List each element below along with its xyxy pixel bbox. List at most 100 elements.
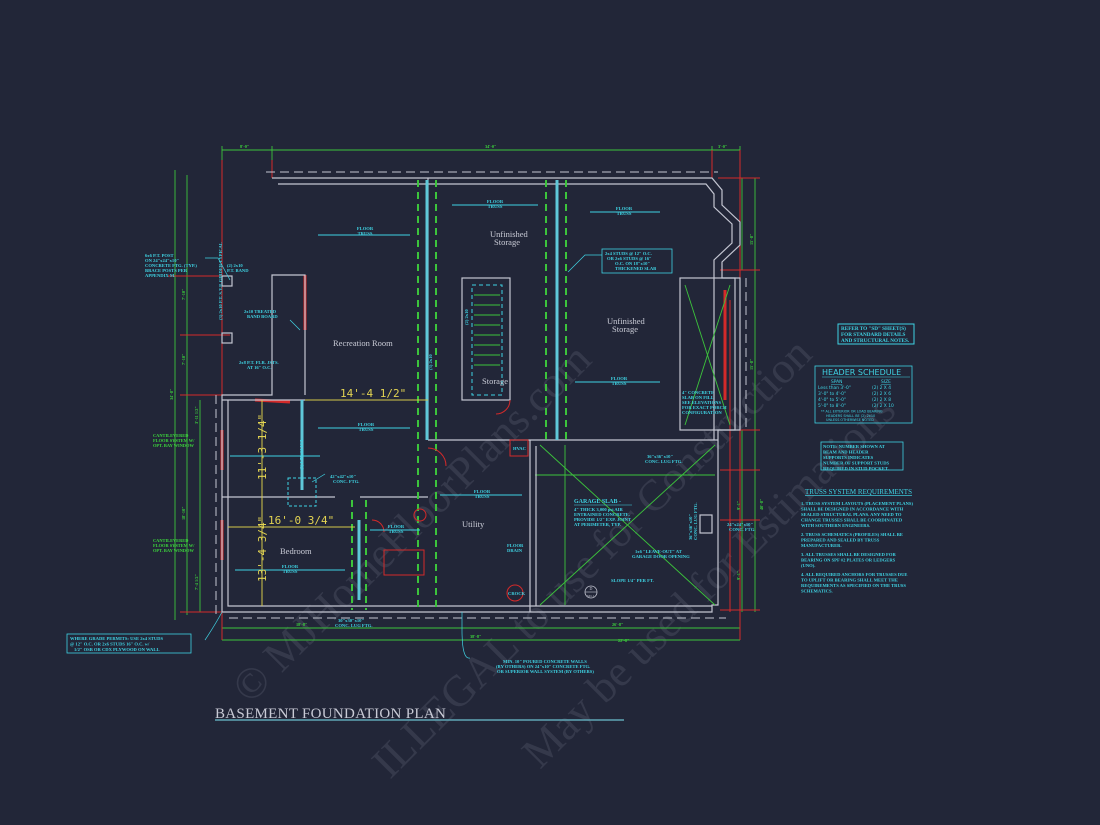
dim-right-c: 9'-1" [736,501,741,510]
note-text: SUPPORTS INDICATES [823,455,874,460]
note-text: PROVIDE 1/2" EXP. JOINT [574,517,631,522]
room-storage-small: Storage [482,376,508,386]
note-text: 4. ALL REQUIRED ANCHORS FOR TRUSSES DUE [801,572,908,577]
dim-left-e: 3'-11 1/2" [194,406,199,424]
note-text: 2x10 TREATED [244,309,277,314]
note-text: ON 24"x24"x10" [145,258,180,263]
room-storage-left-1: Unfinished [490,229,529,239]
note-text: 1x6 "LEAVE-OUT" AT [635,549,682,554]
note-hvac: HVAC [513,446,526,451]
note-text: @ 12" O.C. OR 2x6 STUDS 16" O.C. w/ [70,642,150,647]
header-schedule-title: HEADER SCHEDULE [822,368,901,377]
room-utility: Utility [462,519,485,529]
note-text: OR SUPERIOR WALL SYSTEM (BY OTHERS) [497,669,594,674]
note-text: 36"x36"x10" [647,454,673,459]
note-text: TRUSS [359,427,374,432]
dim-left-d: 7'-4 1/2" [194,574,199,590]
room-labels: Recreation Room Unfinished Storage Unfin… [256,229,646,582]
note-slope: SLOPE 1/4" PER FT. [611,578,654,583]
room-storage-left-2: Storage [494,237,520,247]
note-text: CONC. FTG. [729,527,755,532]
note-text: 4" CONCRETE [682,390,714,395]
dim-top-right: 3'-0" [718,144,727,149]
note-text: 24"x24"x10" [727,522,753,527]
note-text: BRACE POSTS PER [145,268,188,273]
note-text: (2) 2 X 6 [872,391,891,397]
note-text: 6x6 P.T. POST [145,253,174,258]
note-text: O.C. ON 18"x10" [615,261,650,266]
note-text: UNLESS OTHERWISE NOTED [826,418,874,422]
note-ftg-24: 24"x24"x10"CONC. FTG. [727,522,755,532]
note-text: ** ALL EXTERIOR OR LOAD BEARING [821,410,883,414]
note-text: BEARING ON SPF #2 PLATES OR LEDGERS [801,558,896,563]
room-storage-right-2: Storage [612,324,638,334]
room-storage-right-1: Unfinished [607,316,646,326]
note-text: HEADERS SHALL BE (2) 2x10 [826,414,875,418]
dim-upper-height: 11'-3 1/4" [256,414,269,480]
note-text: WHERE GRADE PERMITS: USE 2x4 STUDS [70,636,163,641]
note-text: 2x4 STUDS @ 12" O.C. [605,251,652,256]
header-col-size: SIZE [881,379,891,385]
note-text: FOR EXACT PORCH [682,405,727,410]
note-text: FLOOR [474,489,491,494]
dim-top-left: 8'-0" [240,144,249,149]
note-text: 3'-0" to 4'-0" [818,391,846,397]
dim-left-b: 7'-10" [181,354,186,365]
plan-title: BASEMENT FOUNDATION PLAN [215,706,446,722]
note-text: TRUSS [358,231,373,236]
note-text: FLOOR [357,226,374,231]
note-text: SLAB ON FILL [682,395,714,400]
note-text: 42"x42"x10" [330,474,356,479]
note-text: (2) 2x10 [227,263,243,268]
note-text: PREPARED AND SEALED BY TRUSS [801,538,880,543]
note-text: (BY OTHERS) ON 24"x10" CONCRETE FTG. [496,664,590,669]
note-text: NUMBER OF SUPPORT STUDS [823,461,890,466]
note-stair-header: (2) 2x10 [464,309,469,325]
note-text: 5'-0" to 8'-0" [818,403,846,409]
note-text: FOR STANDARD DETAILS [841,332,905,338]
note-text: FLOOR [282,564,299,569]
note-text: D [590,586,593,591]
note-text: SEE ELEVATIONS [682,400,721,405]
note-text: 1. TRUSS SYSTEM LAYOUTS (PLACEMENT PLANS… [801,501,913,506]
truss-requirements: TRUSS SYSTEM REQUIREMENTS 1. TRUSS SYSTE… [801,488,913,594]
note-text: FLOOR [507,543,524,548]
note-text: CONC. LUG FTG. [693,502,698,540]
note-text: FLOOR [487,199,504,204]
note-text: CANTILEVERED [153,538,188,543]
note-text: FLOOR SYSTEM W/ [153,438,195,443]
note-text: BAND BOARD [247,314,278,319]
note-ftg-42: 42"x42"x10"CONC. FTG. [330,474,359,484]
dim-left-overall: 34'-8" [169,389,174,400]
note-text: SHALL BE DESIGNED IN ACCORDANCE WITH [801,507,904,512]
note-text: TRUSS [475,494,490,499]
note-text: 30"x30"x10" [338,618,364,623]
note-text: OPT. BAY WINDOW [153,443,194,448]
note-lvl: (2) 1.75x14 LVL [299,438,304,470]
room-recreation: Recreation Room [333,338,393,348]
note-text: 36"x36"x10" [688,514,693,540]
note-text: REQUIRED IN STUD POCKET. [823,466,889,471]
note-beam: (3) 2x10 [428,354,433,370]
note-text: FLOOR [616,206,633,211]
note-text: ENTRAINED CONCRETE. [574,512,630,517]
note-text: 3. ALL TRUSSES SHALL BE DESIGNED FOR [801,552,896,557]
dim-right-overall: 40'-8" [759,499,764,510]
foundation-walls [204,171,747,659]
note-text: TRUSS [617,211,632,216]
note-text: CONFIGURATION [682,410,722,415]
note-text: TO UPLIFT OR BEARING SHALL MEET THE [801,578,898,583]
note-joists: 2x8 P.T. FLR. JSTS.AT 16" O.C. [239,360,279,370]
dim-bottom-right: 22'-8" [618,638,629,643]
